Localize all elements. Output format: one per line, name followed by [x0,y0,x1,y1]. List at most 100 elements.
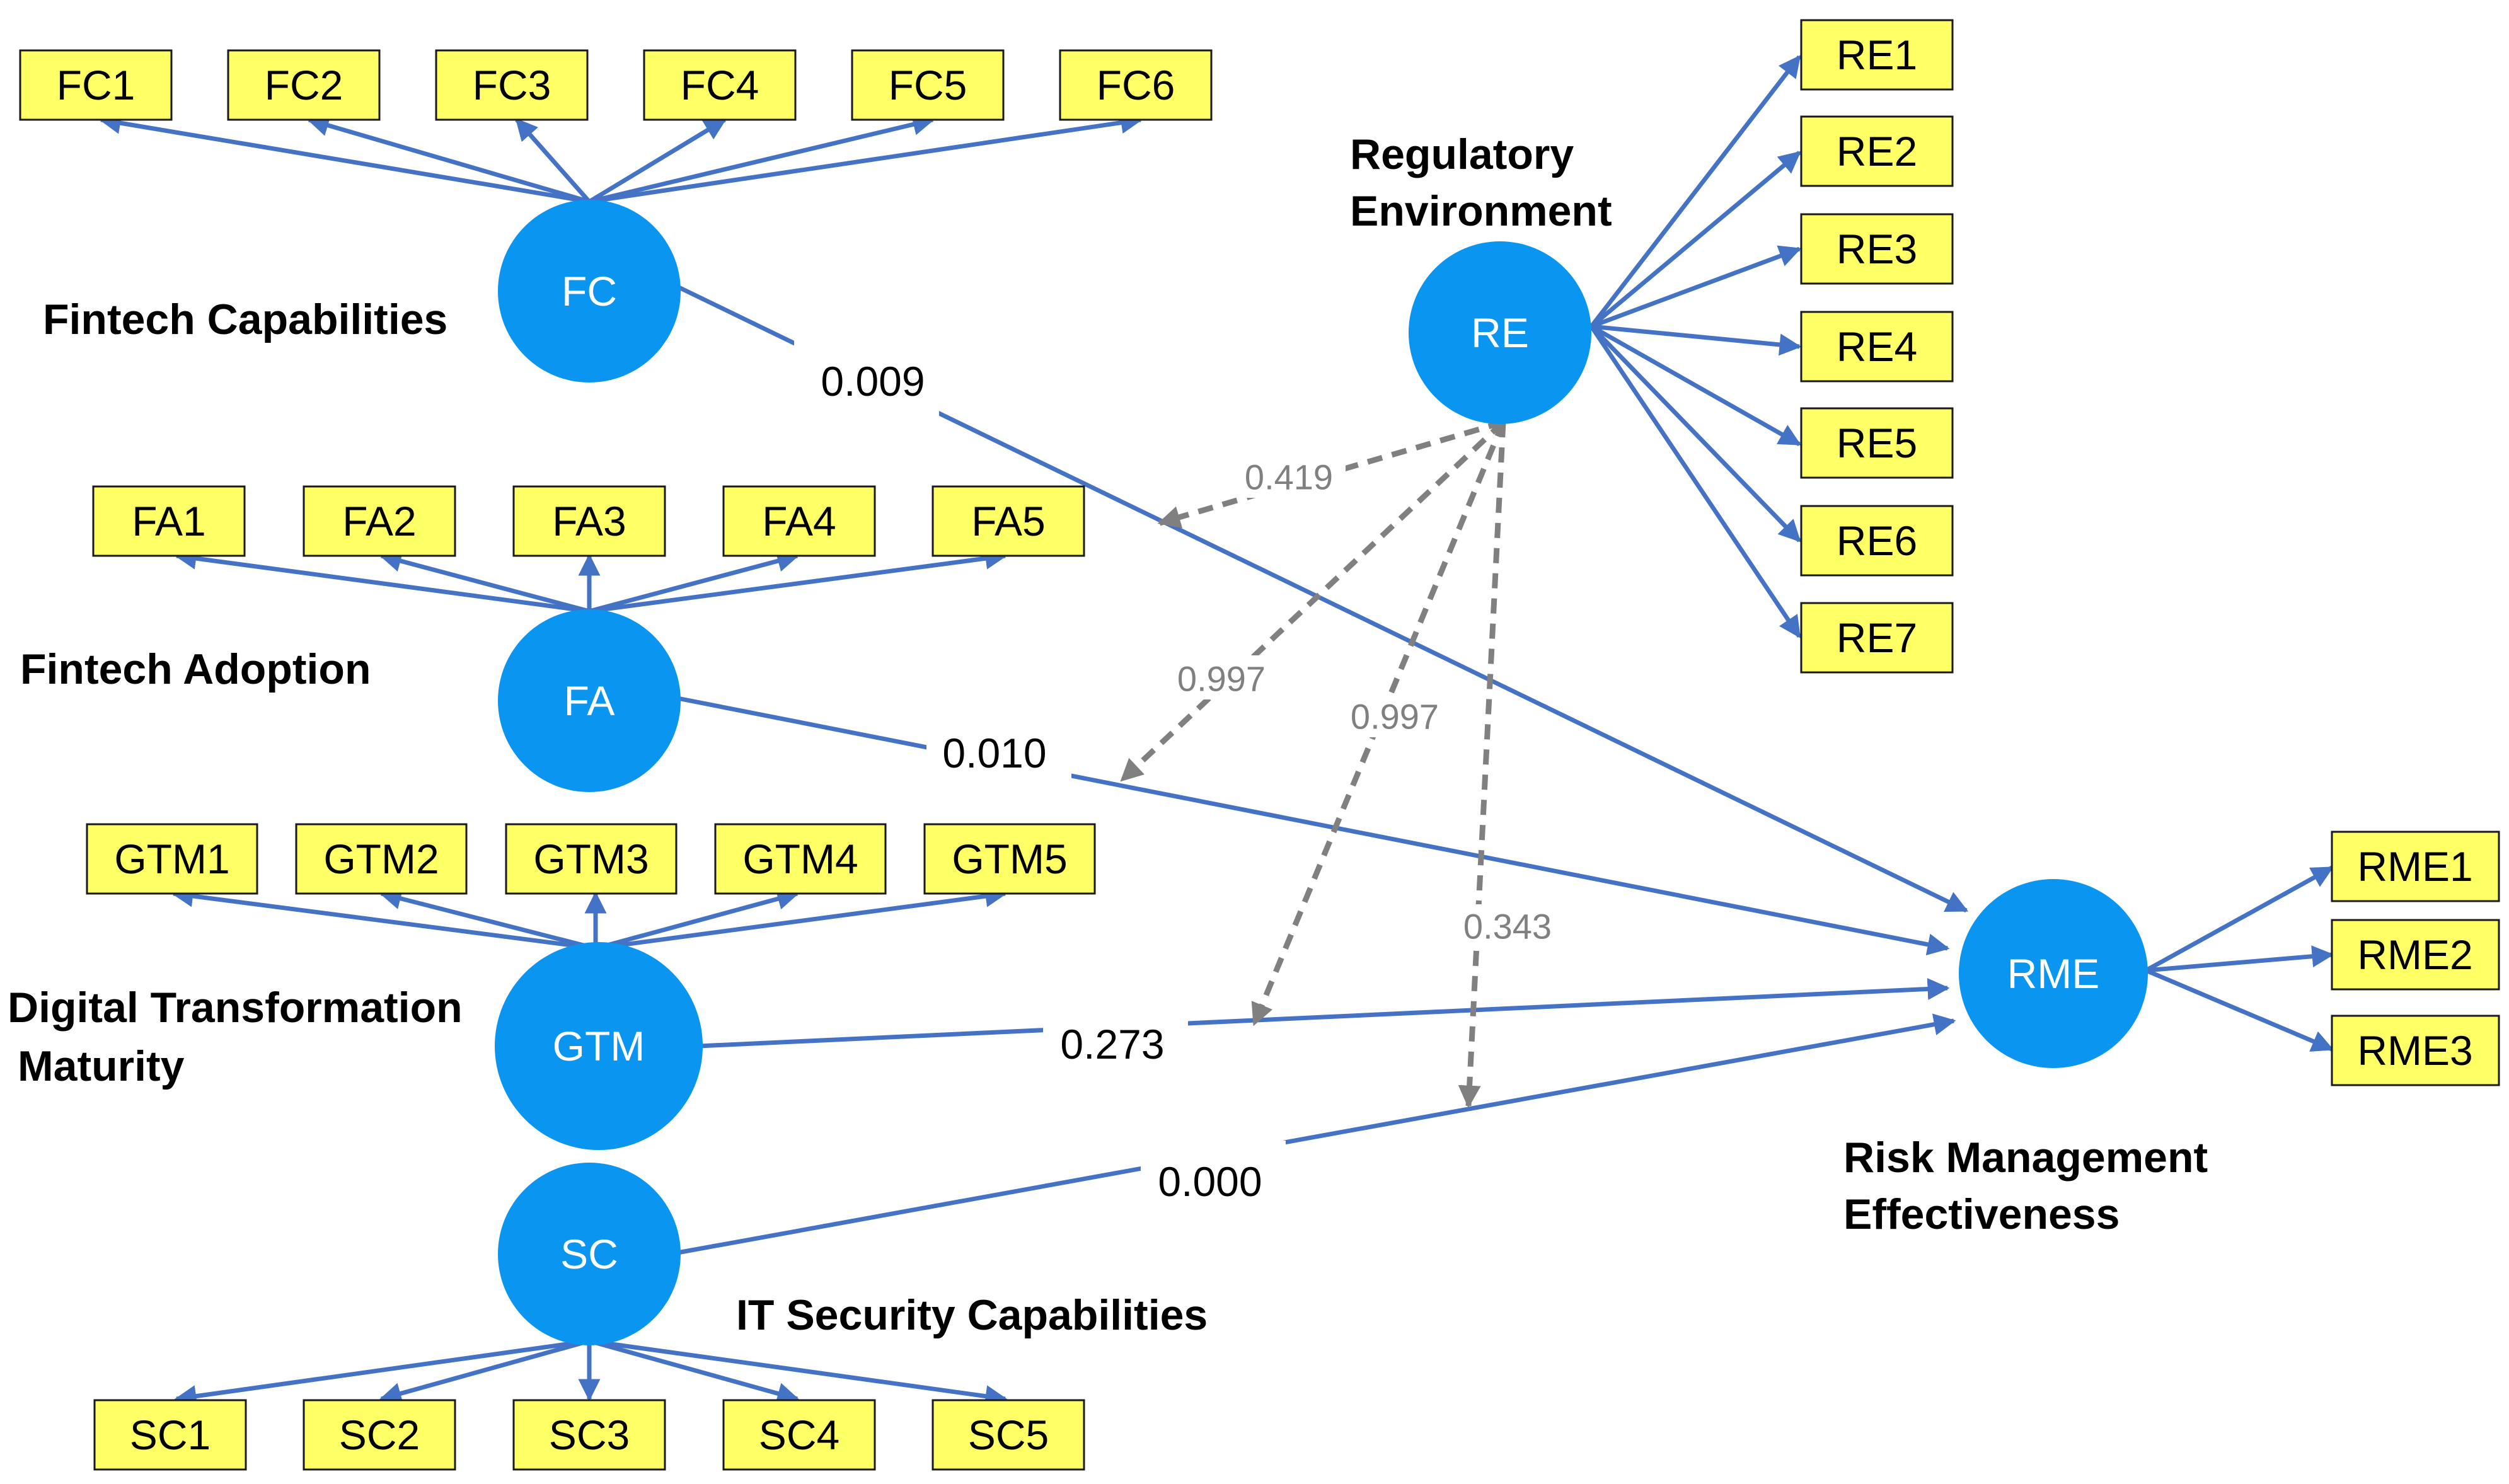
construct-re-label: RE [1471,309,1529,356]
svg-text:SC1: SC1 [130,1412,211,1458]
loading-arrow-rme2 [2145,945,2334,973]
loading-arrow-rme1 [2145,865,2334,973]
indicator-fc2: FC2 [227,49,381,121]
indicator-fc6: FC6 [1059,49,1213,121]
construct-gtm-label: GTM [553,1023,645,1069]
svg-text:RE5: RE5 [1837,420,1917,466]
svg-text:FC5: FC5 [889,62,967,108]
loading-arrow-fc4 [588,118,727,204]
loading-arrow-gtm4 [595,888,800,951]
moderation-arrow-sc [1458,422,1506,1108]
moderation-coefficient-sc: 0.343 [1463,907,1552,946]
construct-name-gtm-line1: Digital Transformation [8,984,463,1032]
construct-gtm: GTM [495,942,703,1150]
moderation-paths [1119,419,1506,1108]
svg-text:RME3: RME3 [2357,1027,2472,1074]
construct-sc-label: SC [560,1231,618,1277]
loading-arrow-fa2 [379,550,590,614]
svg-text:FC2: FC2 [265,62,343,108]
loading-arrow-fc6 [589,112,1143,204]
indicator-re7: RE7 [1800,602,1954,674]
indicator-re1: RE1 [1800,19,1954,91]
loading-arrow-rme3 [2145,968,2334,1052]
indicator-fa4: FA4 [722,485,876,557]
indicator-gtm4: GTM4 [714,823,887,895]
indicator-fc4: FC4 [643,49,797,121]
loading-arrow-sc5 [589,1338,1008,1407]
svg-text:FC6: FC6 [1097,62,1175,108]
indicator-fa3: FA3 [512,485,666,557]
svg-text:FA2: FA2 [342,498,416,544]
indicator-fa2: FA2 [303,485,456,557]
svg-text:SC5: SC5 [968,1412,1049,1458]
svg-text:FC1: FC1 [57,62,136,108]
construct-names: Fintech Capabilities Fintech Adoption Di… [8,130,2208,1339]
svg-text:RE1: RE1 [1837,32,1917,78]
construct-name-re-line2: Environment [1350,187,1612,235]
coefficient-gtm-rme: 0.273 [1060,1021,1164,1067]
construct-nodes: FC FA GTM SC RE RME [495,200,2148,1345]
moderation-arrow-gtm [1251,421,1506,1027]
construct-rme: RME [1959,879,2148,1068]
svg-text:RME1: RME1 [2357,843,2472,890]
moderation-coefficient-gtm: 0.997 [1351,697,1439,737]
loading-arrow-fc2 [306,115,590,204]
construct-re: RE [1409,241,1591,424]
loading-arrow-re1 [1589,55,1801,328]
loading-arrow-fa1 [174,547,590,614]
moderation-coefficients: 0.419 0.997 0.997 0.343 [1166,454,1563,948]
loading-arrow-re4 [1591,324,1802,356]
svg-text:GTM5: GTM5 [952,836,1067,882]
indicator-fa1: FA1 [92,485,246,557]
loading-arrow-fc1 [98,112,590,204]
indicator-re5: RE5 [1800,407,1954,479]
indicator-fa5: FA5 [932,485,1085,557]
indicator-re6: RE6 [1800,505,1954,577]
indicator-fc5: FC5 [851,49,1005,121]
construct-name-fa: Fintech Adoption [20,645,371,693]
svg-text:SC3: SC3 [549,1412,630,1458]
path-fa-rme [677,696,1950,956]
svg-text:RE6: RE6 [1837,517,1917,564]
coefficient-sc-rme: 0.000 [1158,1158,1262,1205]
svg-text:GTM2: GTM2 [323,836,439,882]
construct-fc-label: FC [562,268,617,314]
loading-arrow-sc4 [589,1338,800,1405]
indicator-boxes: FC1 FC2 FC3 FC4 FC5 FC6 FA1 FA2 FA3 FA4 … [19,19,2500,1471]
svg-text:GTM3: GTM3 [533,836,649,882]
indicator-sc5: SC5 [932,1399,1085,1471]
indicator-fc3: FC3 [435,49,589,121]
svg-text:GTM4: GTM4 [742,836,858,882]
indicator-arrows [98,55,2334,1407]
construct-rme-label: RME [2007,950,2100,997]
svg-text:FC4: FC4 [681,62,759,108]
indicator-re4: RE4 [1800,311,1954,383]
svg-text:RE7: RE7 [1837,614,1917,661]
indicator-sc1: SC1 [93,1399,247,1471]
construct-name-gtm-line2: Maturity [18,1042,185,1090]
loading-arrow-fc3 [515,118,591,204]
indicator-gtm5: GTM5 [923,823,1096,895]
loading-arrow-re5 [1590,324,1802,447]
loading-arrow-fa5 [589,547,1008,614]
loading-arrow-re2 [1589,151,1801,328]
construct-fa: FA [498,609,681,792]
indicator-gtm2: GTM2 [295,823,468,895]
svg-text:SC4: SC4 [759,1412,839,1458]
svg-text:RE3: RE3 [1837,226,1917,272]
coefficient-fa-rme: 0.010 [942,730,1046,776]
loading-arrow-gtm2 [379,887,596,951]
indicator-re3: RE3 [1800,213,1954,285]
construct-name-fc: Fintech Capabilities [43,296,447,343]
loading-arrow-fa4 [589,550,800,614]
loading-arrow-re7 [1589,325,1801,638]
coefficient-fc-rme: 0.009 [821,358,925,405]
svg-text:RE2: RE2 [1837,128,1917,175]
indicator-rme1: RME1 [2331,831,2500,902]
construct-fa-label: FA [564,677,615,724]
svg-text:FA1: FA1 [132,498,205,544]
path-sc-rme [677,1013,1956,1255]
loading-arrow-gtm1 [171,885,596,951]
indicator-gtm1: GTM1 [86,823,258,895]
